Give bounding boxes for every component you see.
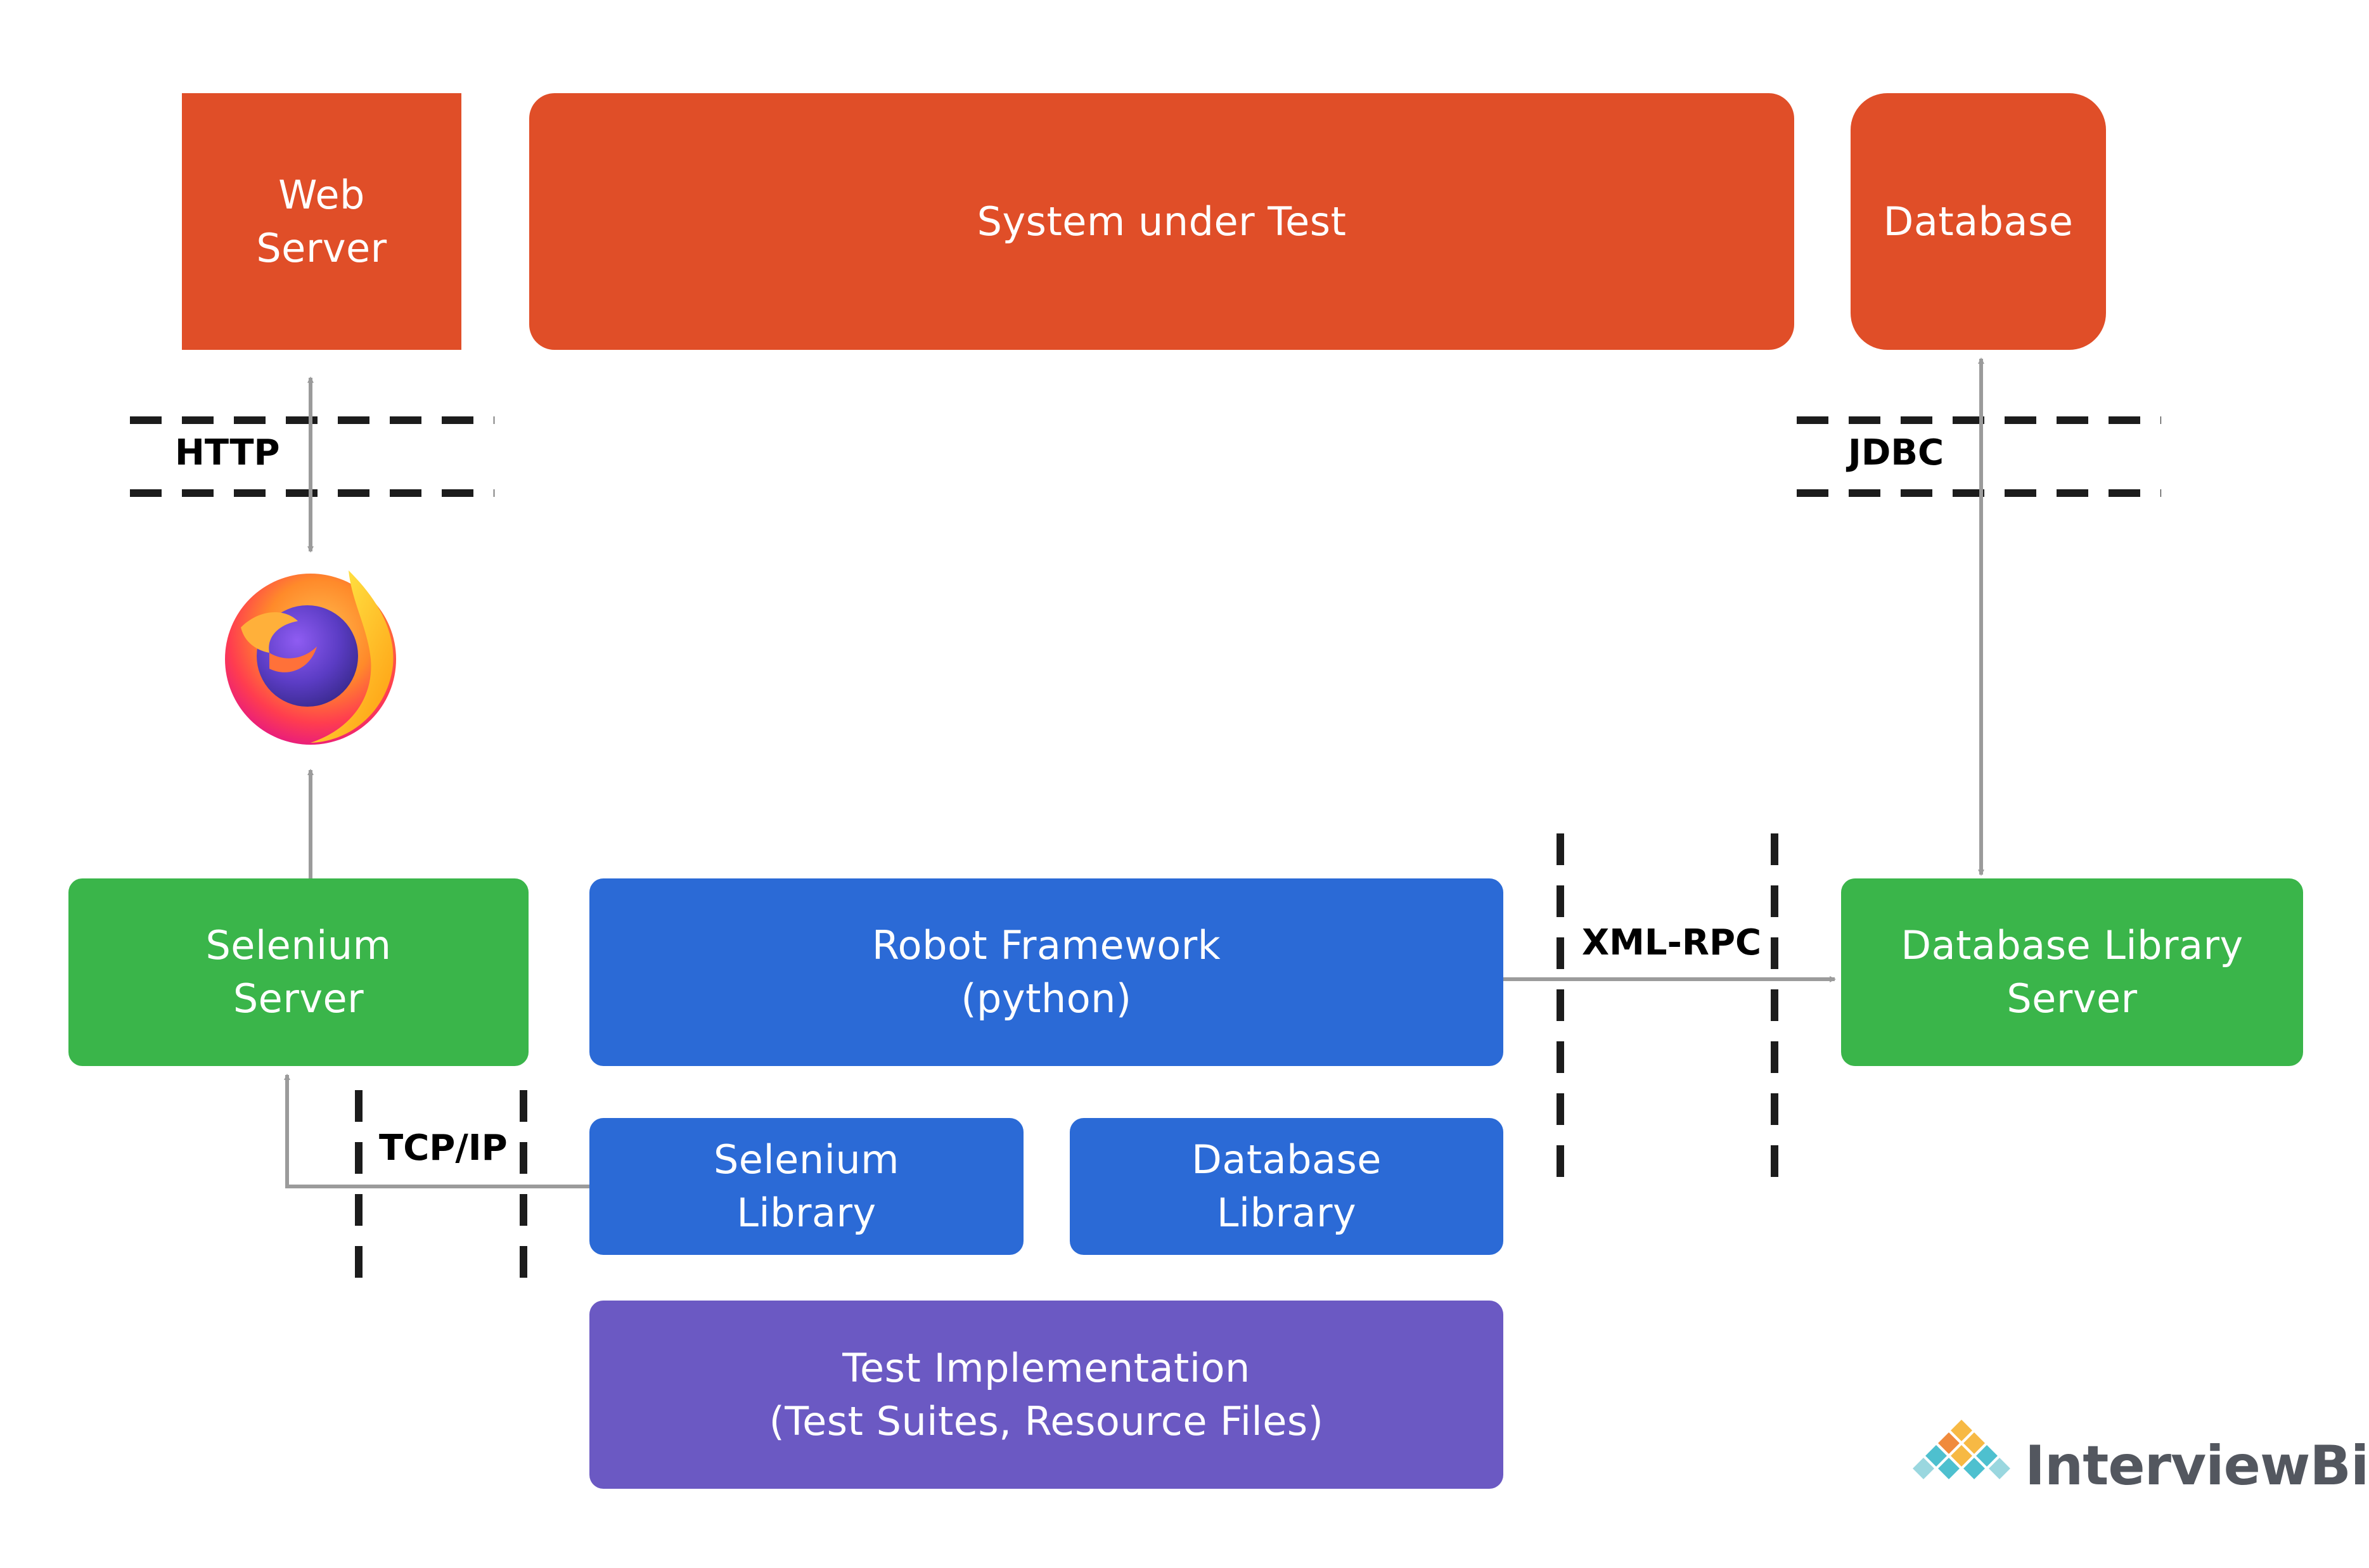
system-under-test-box: System under Test: [529, 93, 1794, 350]
web-server-line-2: Server: [256, 224, 387, 271]
selenium-server-box: Selenium Server: [68, 878, 529, 1066]
web-server-box: Web Server: [182, 93, 461, 350]
database-library-server-line-2: Server: [2006, 975, 2138, 1022]
database-library-line-1: Database: [1191, 1136, 1382, 1183]
interviewbit-wordmark: InterviewBit: [2025, 1434, 2369, 1498]
selenium-library-line-2: Library: [736, 1190, 876, 1236]
tcpip-boundary: [355, 1090, 527, 1280]
database-library-server-box: Database Library Server: [1841, 878, 2303, 1066]
database-library-server-line-1: Database Library: [1901, 922, 2244, 968]
selenium-library-box: Selenium Library: [589, 1118, 1024, 1255]
test-implementation-line-2: (Test Suites, Resource Files): [769, 1398, 1324, 1444]
selenium-server-line-2: Server: [233, 975, 364, 1022]
interviewbit-logo-icon: [1913, 1420, 2010, 1479]
database-library-line-2: Library: [1216, 1190, 1357, 1236]
database-label: Database: [1883, 198, 2074, 245]
xmlrpc-label: XML-RPC: [1578, 924, 1766, 962]
robot-framework-line-1: Robot Framework: [871, 922, 1221, 968]
robot-framework-line-2: (python): [961, 975, 1132, 1022]
test-implementation-line-1: Test Implementation: [842, 1344, 1250, 1391]
test-implementation-box: Test Implementation (Test Suites, Resour…: [589, 1301, 1503, 1489]
jdbc-label: JDBC: [1844, 434, 1948, 472]
tcpip-label: TCP/IP: [375, 1129, 511, 1167]
robot-framework-box: Robot Framework (python): [589, 878, 1503, 1066]
tcpip-arrow: [284, 1074, 589, 1188]
database-box: Database: [1851, 93, 2106, 350]
firefox-icon: [225, 570, 396, 745]
system-under-test-label: System under Test: [977, 198, 1347, 245]
selenium-library-line-1: Selenium: [713, 1136, 900, 1183]
selenium-server-line-1: Selenium: [205, 922, 392, 968]
http-label: HTTP: [171, 434, 284, 472]
web-server-line-1: Web: [278, 171, 365, 218]
database-library-box: Database Library: [1070, 1118, 1503, 1255]
xmlrpc-boundary: [1557, 833, 1778, 1185]
